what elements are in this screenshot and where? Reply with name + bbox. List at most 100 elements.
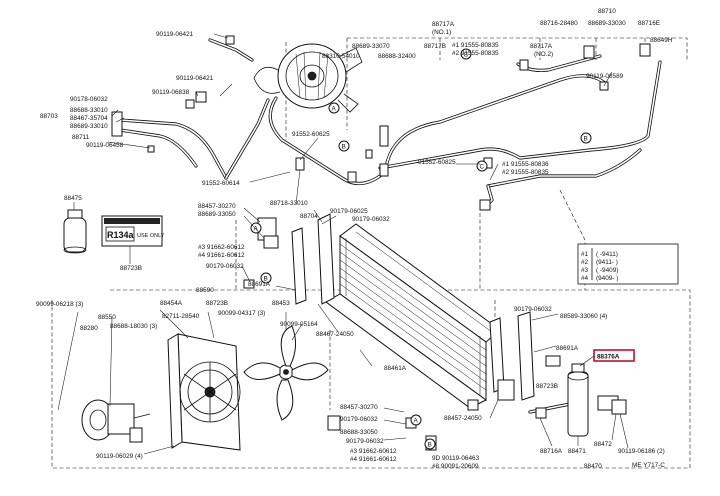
label-90179-06032-d: 90179-06032 (340, 416, 378, 423)
label-91555-80836: #1 91555-80836 (502, 161, 549, 168)
label-88467-35704: 88467-35704 (70, 115, 108, 122)
fan-motor (81, 399, 151, 443)
label-88649h: 88649H (650, 37, 673, 44)
label-88723b-shroud: 88723B (206, 300, 228, 307)
callout-letter: B (428, 442, 432, 449)
label-88689-33050: 88689-33050 (198, 211, 236, 218)
callout-letter: B (264, 276, 268, 283)
receiver-drier (535, 363, 627, 437)
condenser-brackets (243, 213, 561, 401)
label-91552-60614: 91552-60614 (202, 180, 240, 187)
legend-box: #1 ( -9411) #2 (9411- ) #3 ( -9409) #4 (… (577, 243, 679, 285)
label-91555-80835-3: #2 91555-80835 (502, 169, 549, 176)
label-90119-06186: 90119-06186 (2) (618, 448, 665, 455)
label-88723b-tag: 88723B (120, 265, 142, 272)
label-91555-80835-1: #1 91555-80835 (452, 42, 499, 49)
label-90119-08589: 90119-08589 (586, 73, 624, 80)
label-91662-60612-a: #3 91662-60612 (198, 244, 245, 251)
fittings (111, 35, 651, 211)
label-88590: 88590 (196, 287, 214, 294)
label-88691a-right: 88691A (556, 345, 579, 352)
callout-letter: B (584, 136, 588, 143)
part-number-labels: 88710 88716-28480 88689-33030 88716E 886… (36, 8, 673, 470)
fan-shroud (167, 333, 241, 451)
label-88717a-no1: 88717A (432, 21, 455, 28)
label-90119-06838: 90119-06838 (152, 89, 190, 96)
label-88689-33070: 88689-33070 (352, 43, 390, 50)
label-82711-28540: 82711-28540 (162, 313, 200, 320)
label-88710: 88710 (598, 8, 616, 15)
callout-letter: A (414, 418, 419, 425)
label-88689-33030: 88689-33030 (588, 20, 626, 27)
label-91662-60612-b: #3 91662-60612 (350, 448, 397, 455)
label-no2: (NO.2) (534, 51, 553, 58)
label-88457-24050: 88457-24050 (444, 415, 482, 422)
label-88453: 88453 (272, 300, 290, 307)
label-88467-24050-a: 88467-24050 (316, 331, 354, 338)
label-90179-06032-e: 90179-06032 (346, 438, 384, 445)
label-90179-06032-b: 90179-06032 (206, 263, 244, 270)
label-91552-60825: 91552-60825 (418, 159, 456, 166)
label-88716a: 88716A (540, 448, 563, 455)
refrigerant-pipes (118, 38, 662, 414)
legend-mark-1: #1 (581, 251, 589, 258)
label-88688-32400: 88688-32400 (378, 53, 416, 60)
legend-mark-2: #2 (581, 259, 589, 266)
label-88470: 88470 (584, 463, 602, 470)
label-88691a-left: 88691A (248, 281, 271, 288)
legend-mark-3: #3 (581, 267, 589, 274)
label-88716e: 88716E (638, 20, 660, 27)
legend-range-1: ( -9411) (596, 251, 618, 258)
condenser (325, 223, 501, 409)
label-88688-33050: 88688-33050 (340, 429, 378, 436)
label-88376a: 88376A (597, 354, 620, 361)
label-90119-06458: 90119-06458 (86, 142, 124, 149)
label-88461a: 88461A (384, 365, 407, 372)
label-88718-33010: 88718-33010 (270, 200, 308, 207)
legend-range-2: (9411- ) (596, 259, 618, 266)
fan-blade (243, 325, 329, 421)
label-88711: 88711 (72, 134, 90, 141)
label-88688-18030: 88688-18030 (3) (110, 323, 157, 330)
label-90119-06421-mid: 90119-06421 (176, 75, 214, 82)
label-90099-04317: 90099-04317 (3) (218, 310, 265, 317)
label-91661-60612-a: #4 91661-60612 (198, 252, 245, 259)
label-90178-06032: 90178-06032 (70, 96, 108, 103)
label-88310-54010: 88310-54010 (322, 53, 360, 60)
label-90179-06032-a: 90179-06032 (352, 216, 390, 223)
assembly-dash-lines (51, 37, 691, 469)
label-88688-33010: 88688-33010 (70, 107, 108, 114)
callout-letter: A (332, 106, 337, 113)
label-88457-30270: 88457-30270 (198, 203, 236, 210)
label-90119-06463: 9D 90119-06463 (432, 455, 480, 462)
label-88550: 88550 (98, 314, 116, 321)
label-88454a: 88454A (160, 300, 183, 307)
label-90099-06218: 90099-06218 (3) (36, 301, 83, 308)
tag-refrigerant-code: R134a (107, 230, 135, 240)
label-88717a-no2: 88717A (530, 43, 553, 50)
label-88472: 88472 (594, 441, 612, 448)
label-88280: 88280 (80, 325, 98, 332)
label-88689-33010: 88689-33010 (70, 123, 108, 130)
label-90179-06025: 90179-06025 (330, 208, 368, 215)
callout-letter: C (464, 52, 469, 59)
highlighted-part-box (593, 349, 635, 362)
label-88475: 88475 (64, 195, 82, 202)
label-88589-33060: 88589-33060 (4) (560, 313, 607, 320)
legend-range-4: (9409- ) (596, 275, 618, 282)
label-88717b: 88717B (424, 43, 446, 50)
callout-letter: C (480, 164, 485, 171)
label-90119-06421-top: 90119-06421 (156, 31, 194, 38)
label-88471: 88471 (568, 448, 586, 455)
label-91661-60612-b: #4 91661-60612 (350, 456, 397, 463)
label-figure-code: ME Y717-C (632, 462, 665, 469)
label-91552-60625: 91552-60625 (292, 131, 330, 138)
tag-use-only: USE ONLY (137, 233, 165, 239)
callout-letter: B (342, 144, 346, 151)
label-90099-05164: 90099-05164 (280, 321, 318, 328)
label-90119-06029: 90119-06029 (4) (96, 453, 143, 460)
label-88457-30270-b: 88457-30270 (340, 404, 378, 411)
legend-mark-4: #4 (581, 275, 589, 282)
receiver-bottle (63, 209, 87, 254)
